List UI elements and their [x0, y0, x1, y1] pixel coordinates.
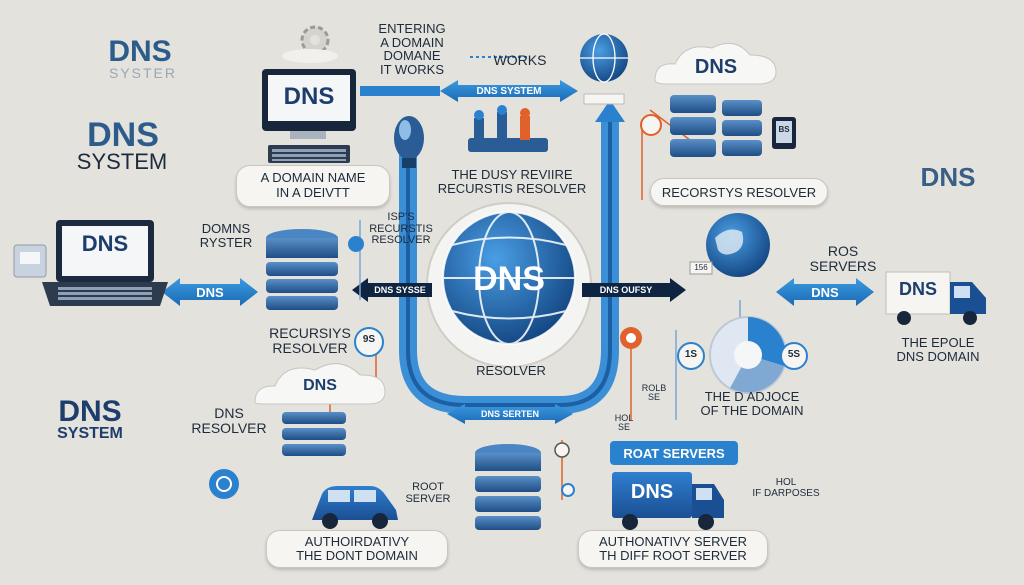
title-system-1: SYSTER — [108, 65, 177, 81]
badge-15-icon — [677, 342, 705, 370]
title-dns-2: DNS — [87, 116, 159, 154]
dns-right-arrow-label: DNS — [811, 284, 839, 300]
resolver-center-label: RESOLVER — [476, 363, 546, 378]
car-icon — [312, 486, 398, 529]
monitor-dns-label: DNS — [283, 83, 335, 110]
dns-right-double-arrow — [776, 278, 874, 306]
domns-label: DOMNS RYSTER — [199, 221, 253, 250]
recorsys-pill: RECORSTYS RESOLVER — [650, 178, 828, 206]
badge-95-label: 9S — [362, 334, 376, 345]
dns-center-label: DNS — [473, 260, 545, 298]
badge-156-label: 156 — [694, 263, 708, 272]
badge-95-icon — [354, 327, 384, 357]
truck-bottom-icon — [612, 472, 724, 530]
truck-bottom-dns: DNS — [630, 481, 674, 503]
hol-darposes-label: HOL IF DARPOSES — [752, 477, 820, 499]
title-dns-3: DNS — [58, 395, 122, 428]
badge-15-label: 1S — [684, 349, 698, 360]
server-stack-top-icon — [670, 95, 762, 157]
dns-serten-label: DNS SERTEN — [480, 409, 539, 419]
works-label: WORKS — [493, 52, 547, 68]
badge-5-icon — [780, 342, 808, 370]
hol-label: HOL SE — [614, 413, 634, 433]
dns-left-arrow-label: DNS — [196, 284, 224, 300]
dns-right-title: DNS — [920, 162, 976, 192]
dns-left-double-arrow — [162, 278, 258, 306]
domain-name-pill: A DOMAIN NAME IN A DEIVTT — [236, 165, 390, 207]
authoritative-right-pill: AUTHONATIVY SERVER TH DIFF ROOT SERVER — [578, 530, 768, 568]
server-stack-bottom-left-icon — [282, 412, 346, 456]
pin-top-icon — [640, 114, 662, 136]
switch-icon — [468, 138, 548, 152]
roat-servers-label: ROAT SERVERS — [623, 445, 725, 461]
adjoce-label: THE D ADJOCE OF THE DOMAIN — [700, 389, 804, 418]
dns-resolver-label: DNS RESOLVER — [191, 405, 267, 436]
refresh-icon — [209, 469, 239, 499]
badge-5-label: 5S — [787, 349, 801, 360]
server-stack-bottom-center-icon — [475, 444, 541, 530]
cloud-bottom-dns: DNS — [303, 377, 337, 394]
dns-system-top-arrow — [440, 80, 578, 102]
dns-oufsy-arrow — [582, 278, 686, 302]
server-stack-left-icon — [266, 229, 338, 310]
laptop-dns-label: DNS — [81, 231, 129, 256]
rolb-label: ROLB SE — [641, 383, 667, 403]
small-globe-icon — [348, 236, 364, 252]
title-dns-1: DNS — [108, 35, 172, 68]
dns-serten-arrow — [447, 404, 573, 424]
cloud-bottom-icon — [254, 363, 386, 405]
authoritative-left-pill: AUTHOIRDATIVY THE DONT DOMAIN — [266, 530, 448, 568]
title-system-3: SYSTEM — [57, 425, 123, 442]
cloud-top-dns: DNS — [694, 56, 738, 78]
dns-sysse-arrow — [352, 278, 432, 302]
truck-right-dns: DNS — [898, 279, 937, 299]
recursive-left-label: RECURSIYS RESOLVER — [269, 325, 351, 356]
dusy-label: THE DUSY REVIIRE RECURSTIS RESOLVER — [437, 167, 587, 196]
entering-label: ENTERING A DOMAIN DOMANE IT WORKS — [378, 21, 446, 77]
badge-bs-label: BS — [778, 125, 790, 134]
dns-oufsy-label: DNS OUFSY — [599, 285, 653, 295]
roat-servers-banner — [610, 441, 738, 465]
dns-system-arrow-label: DNS SYSTEM — [476, 85, 542, 97]
truck-right-icon — [885, 271, 986, 325]
ros-servers-label: ROS SERVERS — [809, 243, 877, 274]
dns-sysse-label: DNS SYSSE — [374, 285, 426, 295]
isps-label: ISP'S RECURSTIS RESOLVER — [369, 211, 433, 247]
cloud-top-icon — [654, 42, 777, 85]
title-system-2: SYSTEM — [76, 149, 168, 174]
root-server-label: ROOT SERVER — [405, 481, 451, 505]
epole-label: THE EPOLE DNS DOMAIN — [896, 335, 980, 364]
loop-arrowhead — [595, 100, 625, 122]
